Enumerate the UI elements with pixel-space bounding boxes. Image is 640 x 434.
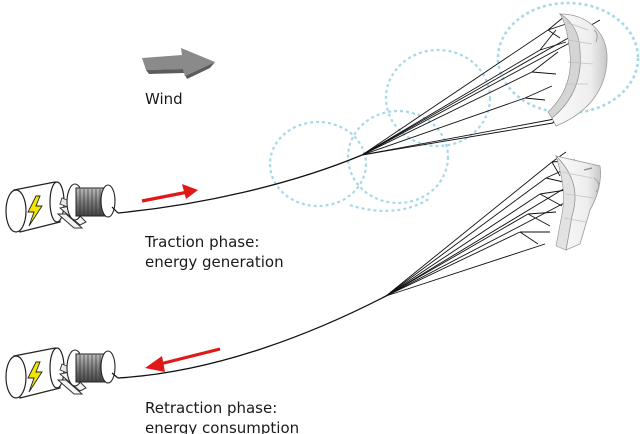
retraction-phase-title: Retraction phase: — [145, 399, 278, 417]
generator-icon — [5, 347, 65, 399]
traction-ground-station — [5, 181, 119, 233]
traction-phase-title: Traction phase: — [145, 233, 260, 251]
wind-arrow-icon — [142, 48, 215, 79]
winch-drum-icon — [66, 349, 119, 387]
traction-tether — [117, 154, 363, 214]
wind-label: Wind — [145, 90, 183, 108]
lightning-bolt-icon — [27, 195, 43, 227]
generator-icon — [5, 181, 65, 233]
retraction-ground-station — [5, 347, 119, 399]
traction-bridle-lines — [361, 15, 601, 156]
retraction-tether — [117, 295, 387, 379]
retraction-bridle-lines — [385, 151, 586, 297]
retraction-phase-label: Retraction phase: energy consumption — [145, 398, 299, 434]
traction-direction-arrow — [141, 184, 198, 203]
retraction-direction-arrow — [145, 347, 221, 372]
traction-kite-wing-icon — [547, 13, 608, 127]
winch-drum-icon — [66, 183, 119, 221]
traction-phase-label: Traction phase: energy generation — [145, 232, 284, 272]
retraction-kite-wing-icon — [554, 155, 601, 251]
traction-phase-subtitle: energy generation — [145, 253, 284, 271]
retraction-phase-subtitle: energy consumption — [145, 419, 300, 434]
lightning-bolt-icon — [27, 361, 43, 393]
